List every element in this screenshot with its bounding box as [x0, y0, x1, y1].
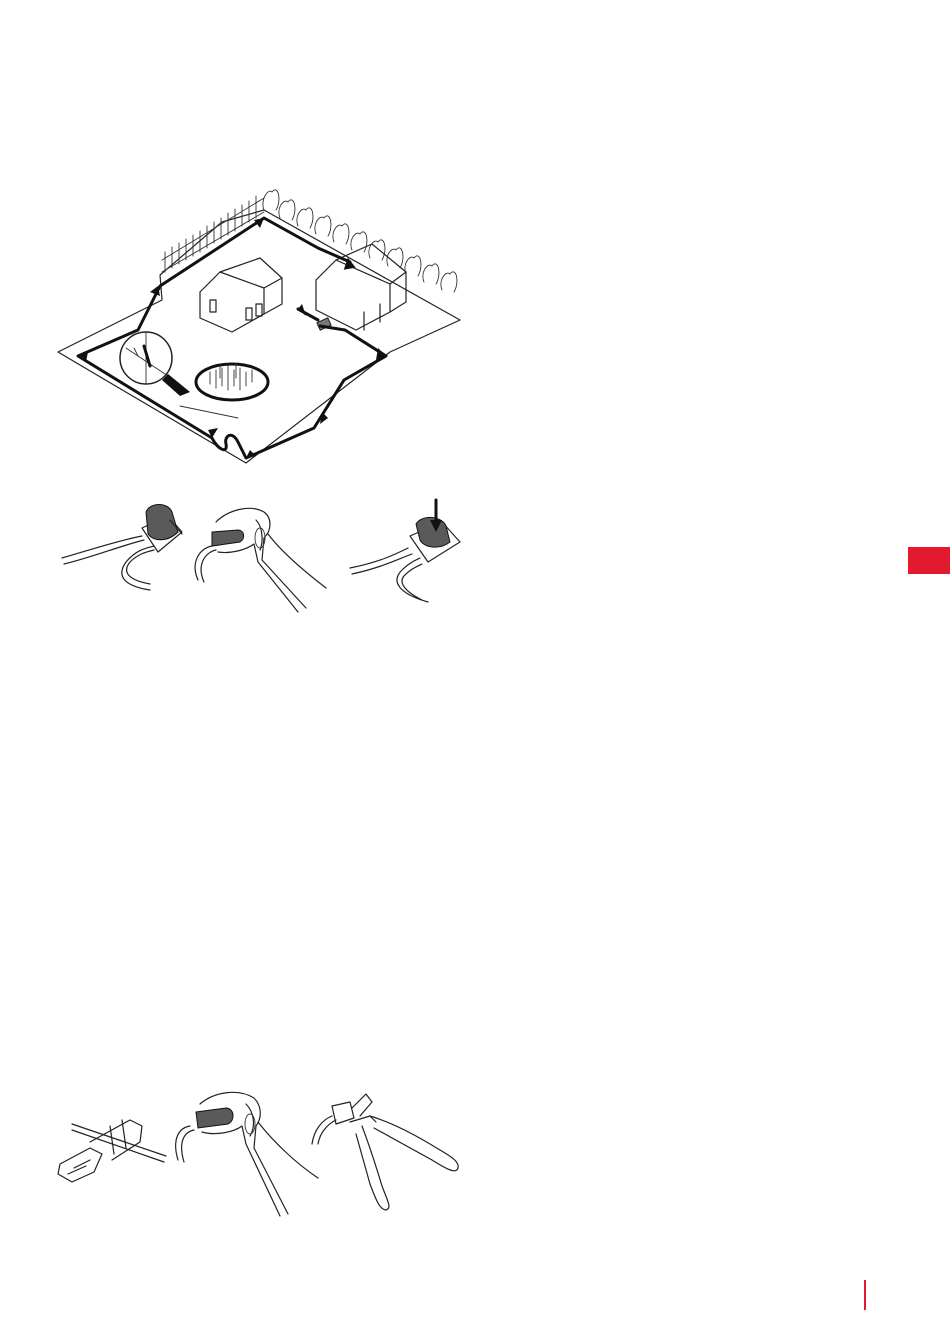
splice-clip — [58, 1120, 166, 1182]
garden-boundary-wire-illustration — [50, 180, 470, 480]
section-tab — [908, 547, 950, 574]
splice-pliers — [176, 1092, 318, 1216]
page-number-rule — [864, 1280, 866, 1310]
boundary-wire — [78, 218, 386, 458]
hedge — [263, 190, 457, 292]
wire-splice-tools-illustration — [50, 1082, 470, 1222]
flower-bed — [196, 364, 268, 400]
connector-step-3 — [350, 500, 460, 602]
connector-step-2-pliers — [195, 508, 326, 612]
garage — [316, 244, 406, 330]
wire-connector-steps-illustration — [50, 490, 470, 615]
connector-step-1 — [62, 505, 182, 591]
cutting-pliers — [312, 1094, 458, 1210]
house — [200, 258, 282, 332]
